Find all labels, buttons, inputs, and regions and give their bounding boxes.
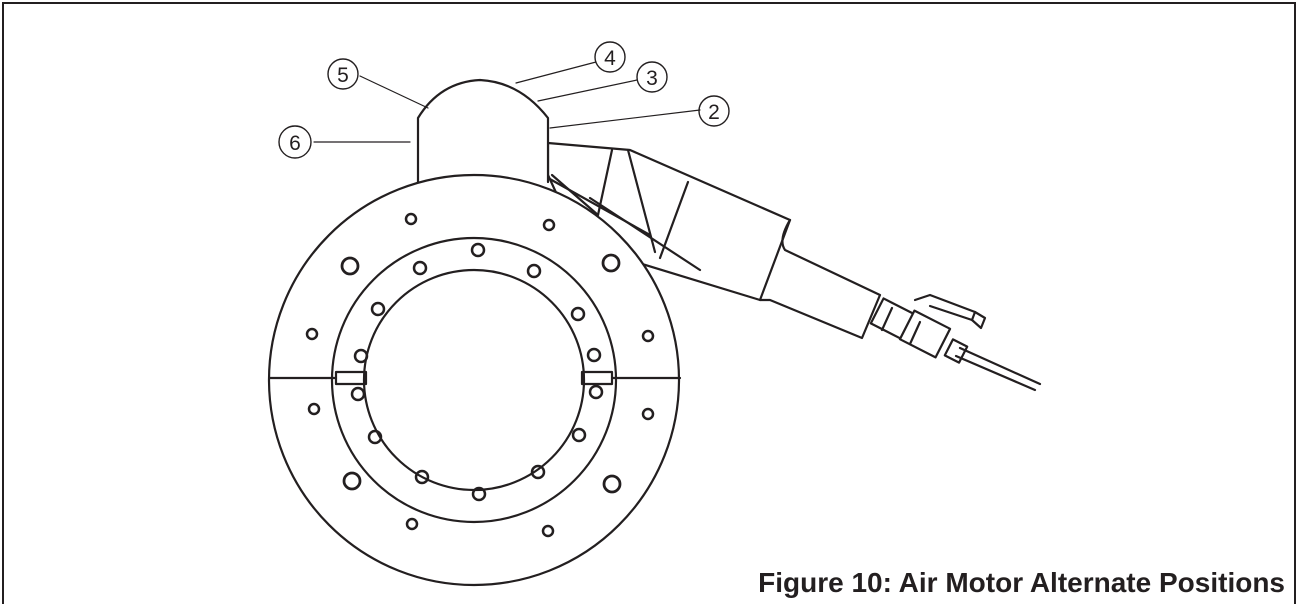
callout-6: 6	[289, 132, 301, 155]
outer-flange	[267, 173, 681, 587]
outer-bolt-holes	[305, 212, 655, 538]
figure-caption: Figure 10: Air Motor Alternate Positions	[758, 567, 1285, 598]
split-block-left	[334, 370, 368, 386]
callout-5-circle	[327, 58, 359, 90]
callout-2-circle	[698, 95, 730, 127]
inner-bolt-holes	[350, 242, 604, 502]
callout-4: 4	[604, 47, 616, 70]
callout-4-circle	[594, 41, 626, 73]
callout-6-circle	[278, 125, 312, 159]
outer-large-holes	[340, 253, 622, 494]
callout-2: 2	[708, 101, 720, 124]
split-block-right	[580, 370, 614, 386]
callout-5: 5	[337, 64, 349, 87]
air-motor-body	[546, 141, 1042, 392]
callout-3: 3	[646, 67, 658, 90]
callout-3-circle	[636, 61, 668, 93]
motor-housing	[416, 78, 550, 184]
valve-body	[898, 309, 952, 359]
leader-lines	[313, 61, 701, 143]
middle-ring	[330, 236, 618, 524]
